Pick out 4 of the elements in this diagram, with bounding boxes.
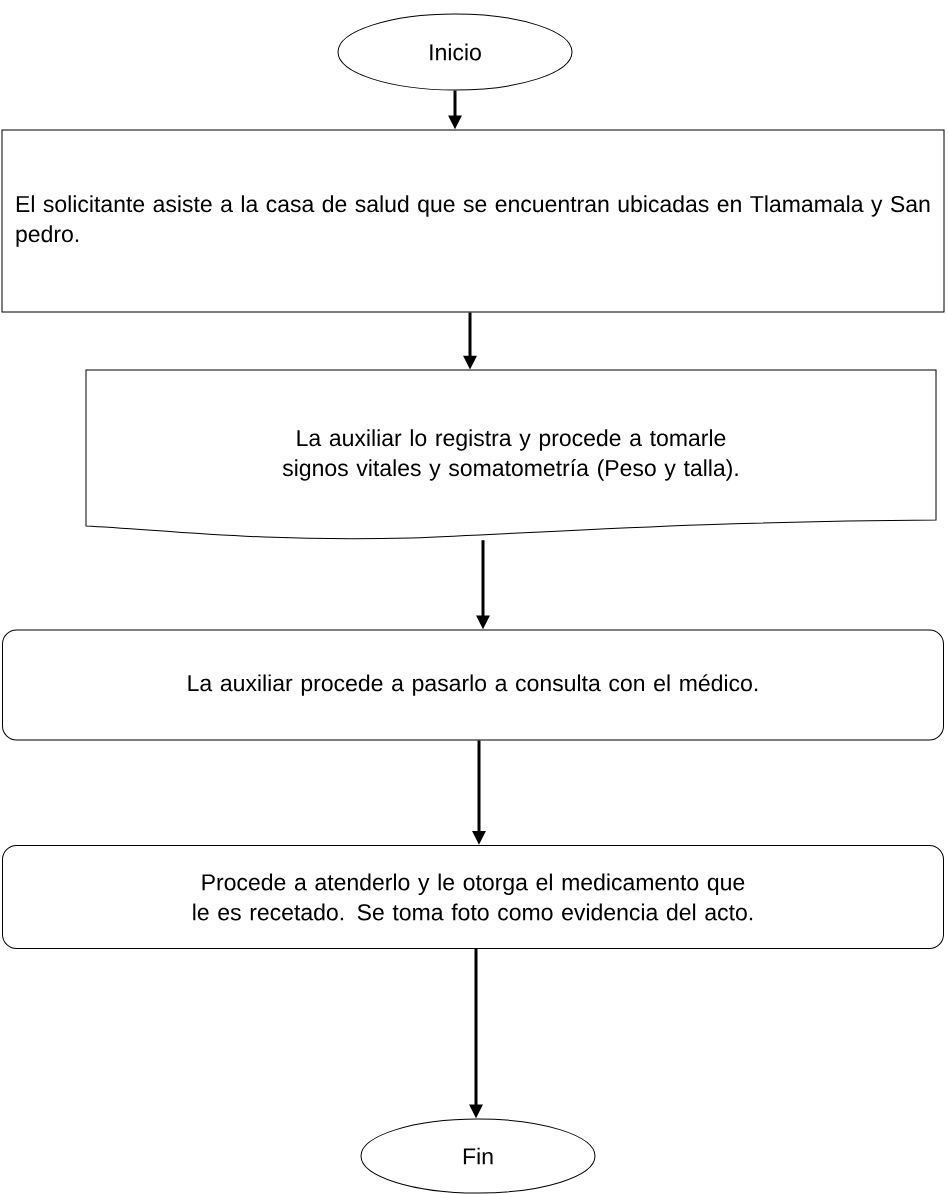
process-box: El solicitante asiste a la casa de salud que se encuentran ubicadas en Tlamamala y San pedro. <box>1 129 945 313</box>
document-box: La auxiliar lo registra y procede a tomarle signos vitales y somatometría (Peso y talla). <box>85 369 937 540</box>
process-box: La auxiliar procede a pasarlo a consulta con el médico. <box>2 629 944 741</box>
process-box: Procede a atenderlo y le otorga el medicamento que le es recetado. Se toma foto como evidencia del acto. <box>2 845 944 949</box>
